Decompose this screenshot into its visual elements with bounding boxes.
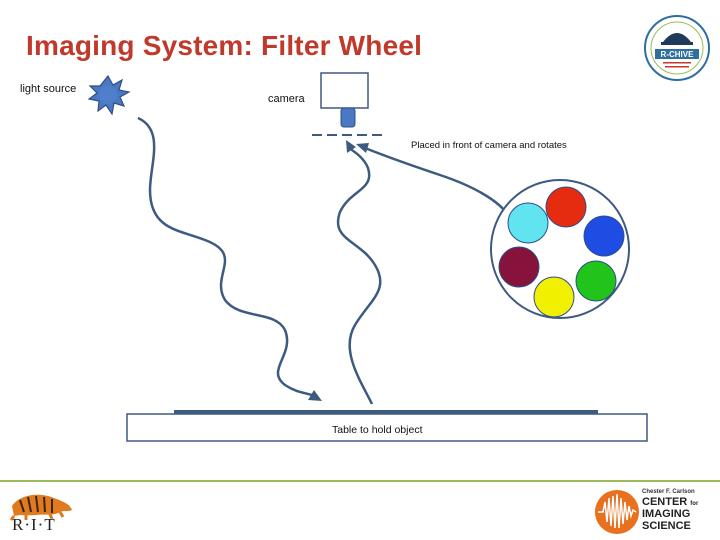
table-label: Table to hold object bbox=[332, 424, 423, 436]
filter-cyan bbox=[507, 202, 549, 244]
cis-line-3: SCIENCE bbox=[642, 520, 691, 532]
rit-tiger-logo bbox=[9, 494, 72, 521]
camera-label: camera bbox=[268, 93, 305, 105]
pointer-arrowhead bbox=[356, 143, 369, 153]
filter-yellow bbox=[533, 276, 575, 318]
slide-title: Imaging System: Filter Wheel bbox=[26, 30, 423, 61]
camera-icon bbox=[320, 72, 369, 128]
filter-green bbox=[575, 260, 617, 302]
footer-rule bbox=[0, 480, 720, 482]
rchive-name: R-CHIVE bbox=[661, 50, 695, 59]
incident-ray-arrowhead bbox=[308, 390, 322, 401]
cis-subtitle: Chester F. Carlson bbox=[642, 489, 695, 495]
cis-line-1: CENTER for bbox=[642, 497, 698, 510]
filter-blue bbox=[583, 215, 625, 257]
filter-red bbox=[545, 186, 587, 228]
reflected-ray-arrowhead bbox=[346, 140, 356, 153]
rchive-logo: R-CHIVE bbox=[644, 15, 710, 81]
incident-light-ray bbox=[137, 116, 319, 400]
cis-for: for bbox=[690, 501, 699, 507]
filter-wheel-label: Placed in front of camera and rotates bbox=[411, 140, 567, 151]
cis-logo bbox=[595, 490, 639, 534]
cis-line-2: IMAGING bbox=[642, 508, 691, 520]
table bbox=[126, 410, 648, 442]
reflected-light-ray bbox=[336, 146, 382, 405]
filter-wheel-pointer bbox=[364, 146, 512, 219]
cis-center: CENTER bbox=[642, 496, 688, 508]
filter-purple bbox=[498, 246, 540, 288]
rit-wordmark: R·I·T bbox=[12, 515, 56, 534]
light-source-icon bbox=[87, 74, 131, 116]
light-source-label: light source bbox=[20, 83, 77, 95]
filter-wheel bbox=[490, 179, 630, 319]
